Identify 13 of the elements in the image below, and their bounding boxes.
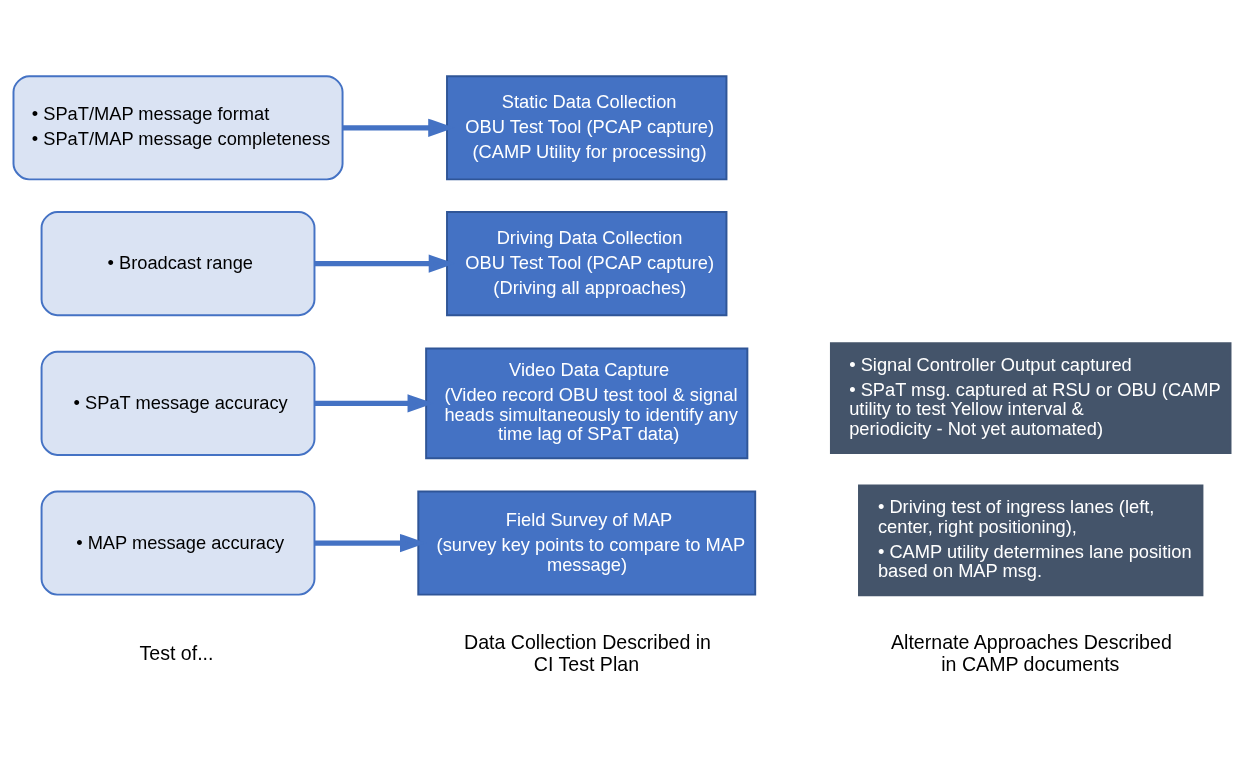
node-box: Video Data Capture (Video record OBU test tool & signal heads simultaneously to identify any time lag of SPaT data) [425, 347, 749, 459]
node-box: • Broadcast range [40, 210, 316, 316]
node-box: • MAP message accuracy [40, 490, 316, 596]
label: Alternate Approaches Described in CAMP documents [891, 630, 1172, 675]
node-box: Static Data Collection OBU Test Tool (PCAP capture) (CAMP Utility for processing) [446, 74, 728, 180]
node-box: • SPaT/MAP message format • SPaT/MAP message completeness [12, 74, 344, 180]
label: Data Collection Described in CI Test Plan [464, 630, 712, 675]
node-box: • Signal Controller Output captured • SPaT msg. captured at RSU or OBU (CAMP utility to test Yellow interval & periodicity - Not yet automated) [829, 341, 1232, 454]
node-box: Field Survey of MAP (survey key points to compare to MAP message) [417, 490, 757, 596]
node-box: • Driving test of ingress lanes (left, center, right positioning), • CAMP utility determines lane position based on MAP msg. [858, 484, 1204, 596]
node-box: • SPaT message accuracy [40, 350, 316, 456]
label: Test of... [139, 641, 214, 664]
node-box: Driving Data Collection OBU Test Tool (PCAP capture) (Driving all approaches) [446, 210, 728, 316]
